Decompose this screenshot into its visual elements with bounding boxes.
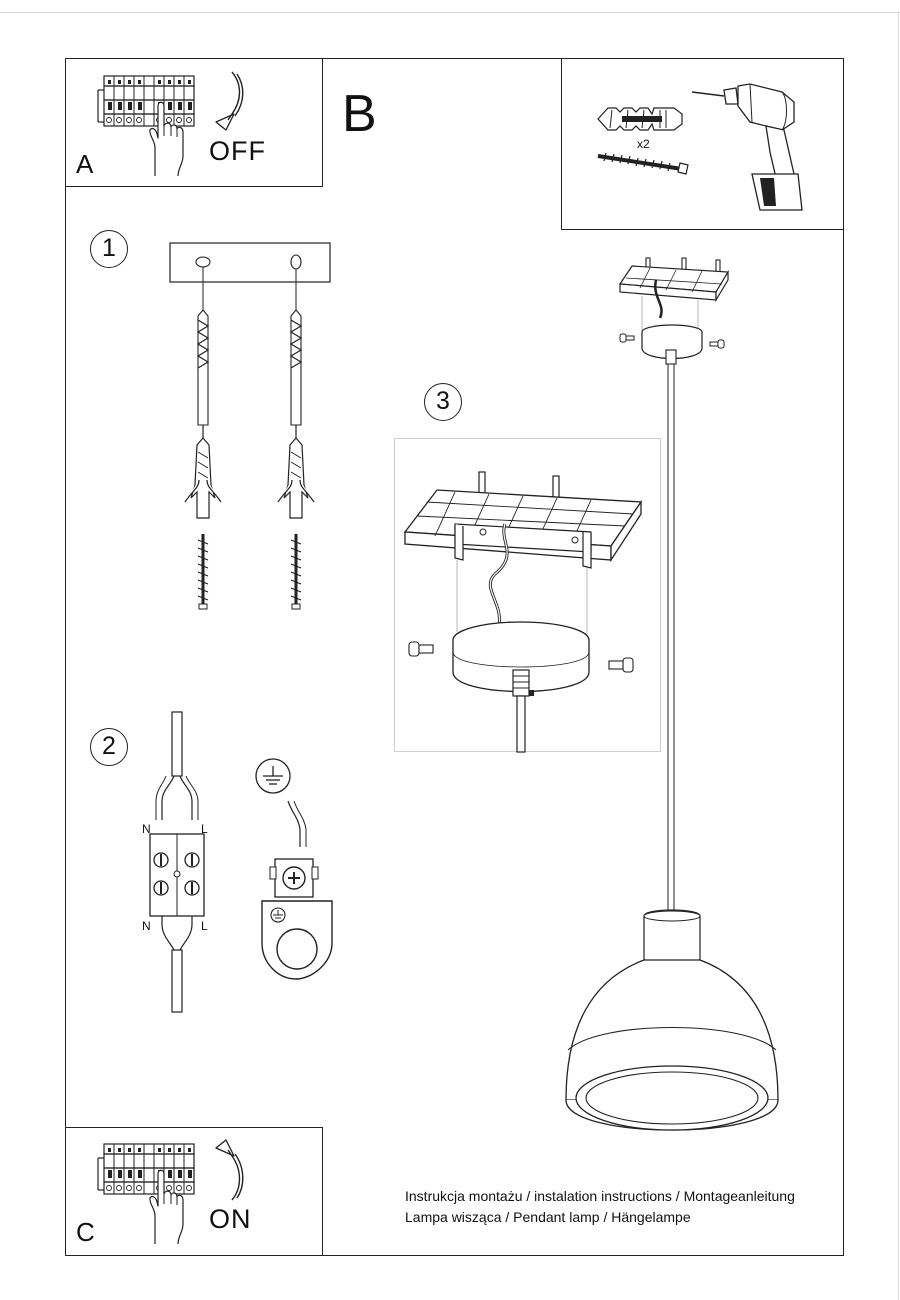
page-right-rule xyxy=(898,12,899,1300)
terminal-block-icon xyxy=(149,711,205,1013)
section-b-letter: B xyxy=(342,85,377,143)
section-c-letter: C xyxy=(76,1217,95,1247)
arrow-up-icon xyxy=(215,1139,244,1201)
quantity-label: x2 xyxy=(637,137,650,151)
pendant-lamp-icon xyxy=(565,257,779,1131)
hand-icon xyxy=(149,1169,184,1245)
wire-label-l-top: L xyxy=(201,822,208,836)
wire-label-n-top: N xyxy=(142,822,151,836)
wire-label-l-bottom: L xyxy=(201,919,208,933)
breaker-panel-icon xyxy=(97,1143,195,1195)
page-top-rule xyxy=(0,12,900,13)
off-label: OFF xyxy=(209,136,266,166)
screw-icon xyxy=(597,152,689,175)
on-label: ON xyxy=(209,1204,252,1234)
step-1-badge: 1 xyxy=(90,230,128,268)
hand-icon xyxy=(149,101,184,177)
instruction-frame xyxy=(65,58,844,1256)
ceiling-plate-icon xyxy=(403,471,643,753)
caption-line-1: Instrukcja montażu / instalation instruc… xyxy=(405,1188,795,1204)
wire-label-n-bottom: N xyxy=(142,919,151,933)
arrow-down-icon xyxy=(215,71,244,131)
caption-line-2: Lampa wisząca / Pendant lamp / Hängelamp… xyxy=(405,1209,691,1225)
ceiling-template-icon xyxy=(169,242,331,610)
ground-terminal-icon xyxy=(255,758,333,980)
section-a-letter: A xyxy=(76,149,94,179)
wall-plug-icon xyxy=(597,107,683,131)
step-3-badge: 3 xyxy=(424,383,462,421)
drill-icon xyxy=(691,83,803,211)
step-2-badge: 2 xyxy=(90,728,128,766)
